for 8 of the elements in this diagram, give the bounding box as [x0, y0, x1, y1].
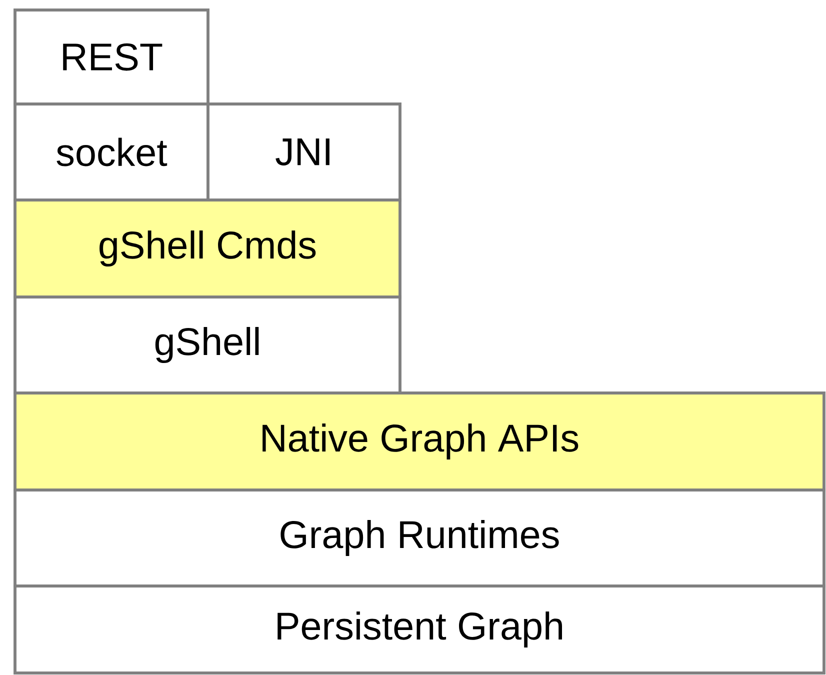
- layer-box: Persistent Graph: [14, 584, 826, 674]
- layer-box: gShell: [14, 296, 402, 394]
- layer-box: JNI: [206, 102, 402, 202]
- layer-box: gShell Cmds: [14, 198, 402, 298]
- layer-box: REST: [14, 8, 210, 106]
- layer-box: socket: [14, 102, 210, 202]
- layer-box: Graph Runtimes: [14, 488, 826, 588]
- layer-box: Native Graph APIs: [14, 392, 826, 492]
